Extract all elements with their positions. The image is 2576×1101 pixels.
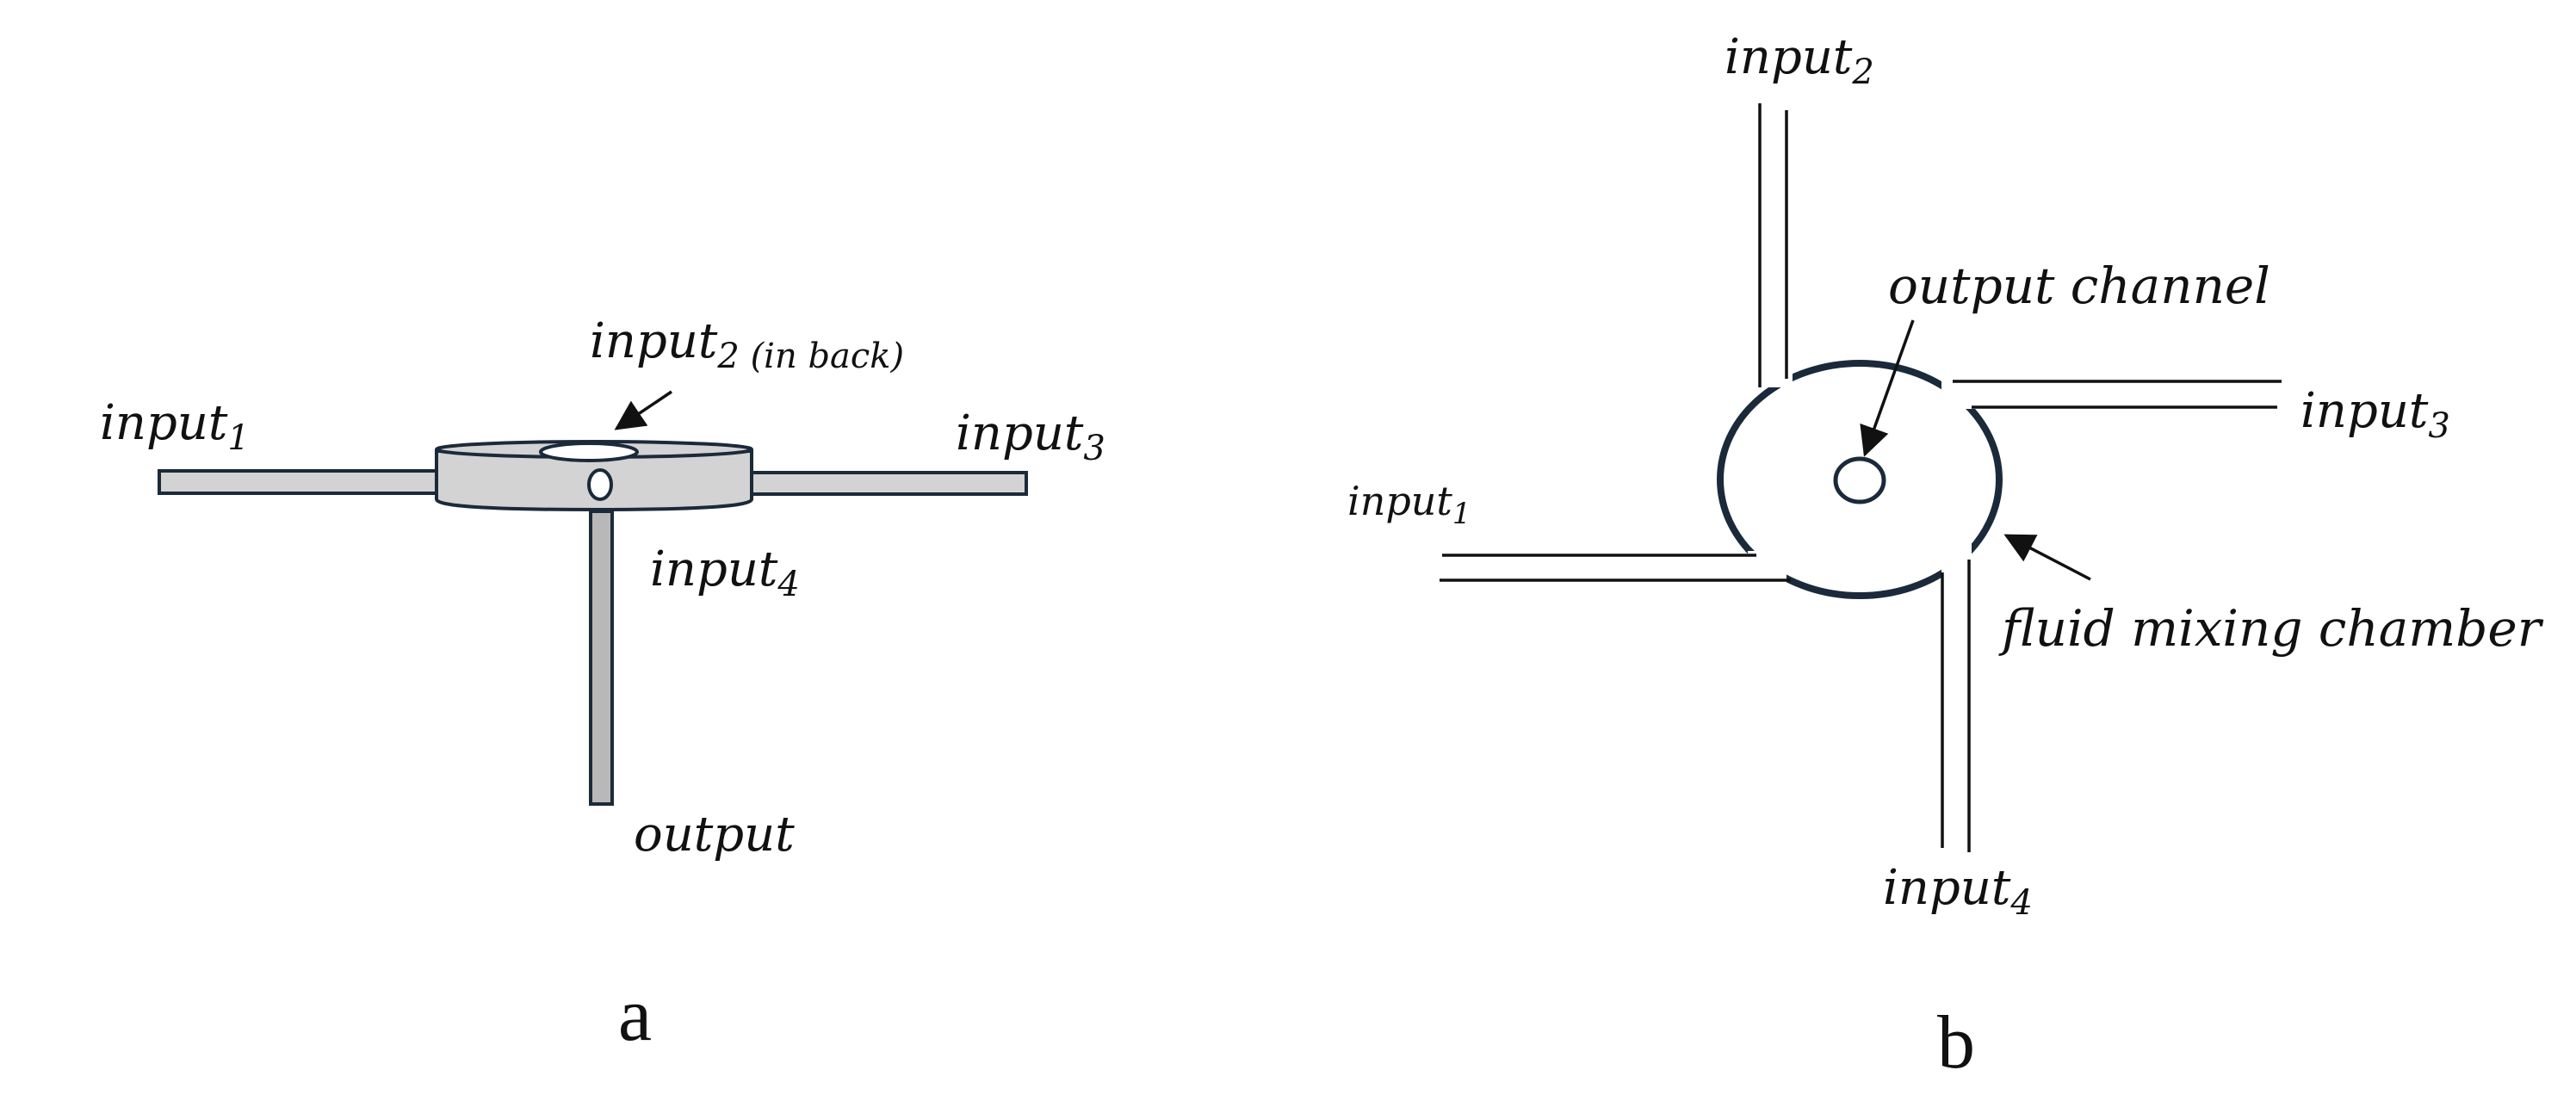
panel-a-input1-arm (158, 469, 438, 495)
panel-a-input3-label: input3 (956, 405, 1105, 468)
panel-b-input3-label: input3 (2300, 383, 2450, 446)
panel-a: input1 input2 (in back) input3 input4 ou… (100, 313, 1105, 1057)
panel-b-gap-bottom (1941, 538, 1972, 577)
panel-a-input4-label: input4 (650, 541, 800, 604)
panel-a-input2-label: input2 (in back) (590, 313, 904, 376)
panel-b-input4-label: input4 (1883, 860, 2033, 923)
panel-b-output-channel-arrow (1860, 319, 1915, 457)
panel-b: input2 output channel input3 input1 flui… (1347, 29, 2544, 1085)
panel-b-mixing-chamber-label: fluid mixing chamber (1998, 599, 2544, 658)
panel-a-output-label: output (634, 807, 795, 863)
panel-b-input1-label: input1 (1347, 478, 1471, 531)
panel-a-output-stem (589, 510, 614, 806)
panel-b-output-channel (1833, 456, 1886, 504)
panel-b-output-channel-label: output channel (1888, 257, 2270, 315)
panel-a-input1-label: input1 (100, 395, 250, 458)
panel-a-letter: a (618, 974, 652, 1057)
panel-a-input2-arrow (614, 390, 672, 430)
panel-b-letter: b (1937, 1001, 1975, 1085)
panel-a-input3-arm (749, 471, 1028, 496)
panel-b-input2-label: input2 (1725, 29, 1874, 92)
panel-b-mixing-chamber-arrow (2003, 534, 2091, 581)
panel-a-front-port (587, 468, 613, 501)
panel-a-top-opening (539, 442, 639, 462)
